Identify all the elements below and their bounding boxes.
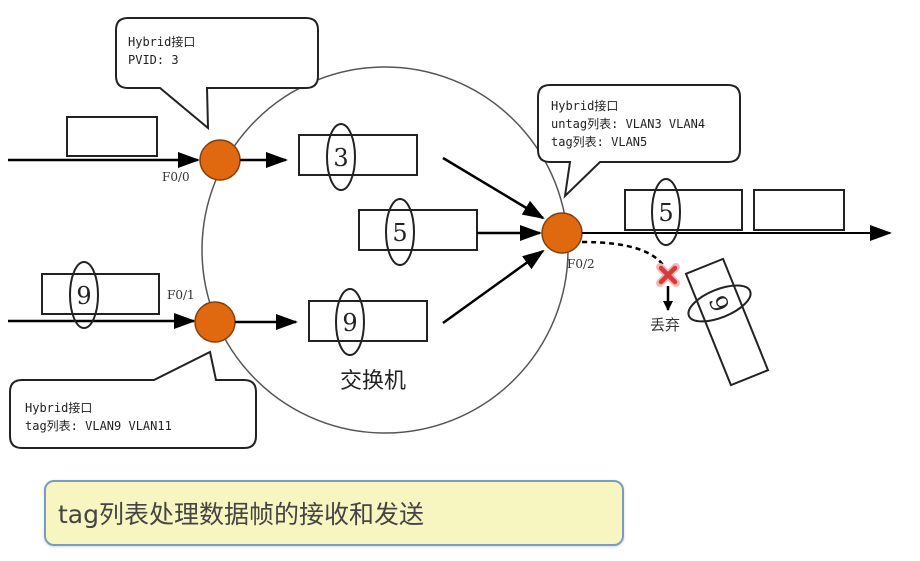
caption-text: tag列表处理数据帧的接收和发送 xyxy=(58,500,424,529)
frame-inside-vlan3 xyxy=(298,134,418,176)
vlan-tag-in-f0-1 xyxy=(69,261,99,329)
arrow-vlan3-to-f0-2 xyxy=(442,156,545,220)
callout-f0-1: Hybrid接口 tag列表: VLAN9 VLAN11 xyxy=(9,350,257,449)
vlan-tag-inside-9 xyxy=(335,288,365,356)
vlan-tag-dropped xyxy=(687,284,752,323)
vlan-tag-out-5-value: 5 xyxy=(658,199,673,227)
vlan-tag-in-f0-1-value: 9 xyxy=(76,282,91,310)
vlan-tag-inside-5-value: 5 xyxy=(392,219,407,247)
callout-f0-2-line1: Hybrid接口 xyxy=(551,98,618,113)
frame-dropped: 9 xyxy=(684,257,770,387)
vlan-tag-inside-9-value: 9 xyxy=(342,309,357,337)
frame-in-f0-1 xyxy=(41,273,160,315)
callout-f0-0: Hybrid接口 PVID: 3 xyxy=(115,17,319,131)
port-f0-2[interactable] xyxy=(541,212,583,254)
callout-f0-2-line3: tag列表: VLAN5 xyxy=(551,135,647,149)
vlan-tag-inside-3 xyxy=(326,123,356,191)
callout-f0-0-line1: Hybrid接口 xyxy=(128,34,195,49)
drop-label: 丢弃 xyxy=(650,316,680,334)
port-f0-1-label: F0/1 xyxy=(167,288,195,302)
caption-box: tag列表处理数据帧的接收和发送 xyxy=(44,480,624,546)
port-f0-0[interactable] xyxy=(199,139,241,181)
arrow-vlan9-to-f0-2 xyxy=(442,249,545,325)
frame-out-untagged xyxy=(753,189,845,231)
frame-in-f0-0-untagged xyxy=(66,116,158,157)
callout-f0-0-line2: PVID: 3 xyxy=(128,53,179,67)
port-f0-2-label: F0/2 xyxy=(567,257,595,271)
callout-f0-1-line1: Hybrid接口 xyxy=(25,400,92,415)
callout-f0-2-line2: untag列表: VLAN3 VLAN4 xyxy=(551,117,705,131)
drop-x-icon xyxy=(656,263,680,287)
vlan-tag-inside-3-value: 3 xyxy=(333,144,348,172)
drop-path xyxy=(581,240,667,269)
vlan-tag-inside-5 xyxy=(385,198,415,266)
frame-inside-vlan5 xyxy=(358,209,478,251)
callout-f0-1-line2: tag列表: VLAN9 VLAN11 xyxy=(25,419,172,433)
port-f0-1[interactable] xyxy=(194,301,236,343)
frame-out-vlan5-tagged xyxy=(624,189,743,231)
switch-label: 交换机 xyxy=(340,369,406,394)
frame-inside-vlan9 xyxy=(308,300,428,342)
callout-f0-2: Hybrid接口 untag列表: VLAN3 VLAN4 tag列表: VLA… xyxy=(537,84,741,199)
vlan-tag-out-5 xyxy=(651,178,681,246)
port-f0-0-label: F0/0 xyxy=(162,170,190,184)
